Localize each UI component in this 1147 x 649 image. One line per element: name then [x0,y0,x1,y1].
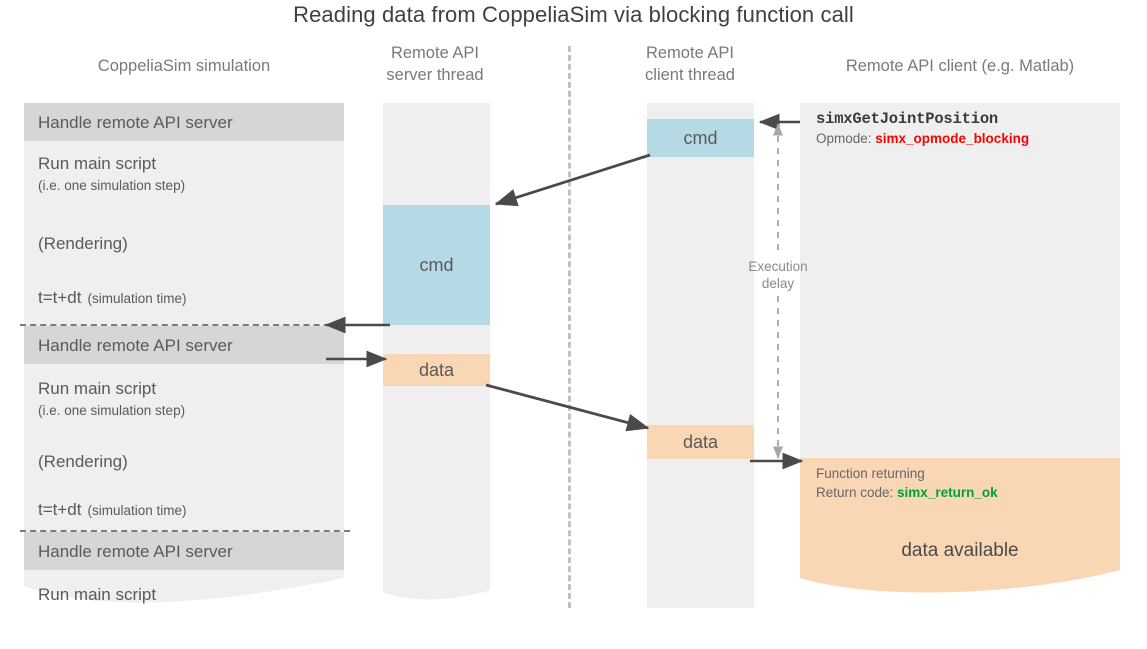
arrow-client-cmd-to-server-cmd [494,153,651,207]
network-divider [568,46,571,608]
server-thread-line1: Remote API [390,44,480,62]
server-cmd-block: cmd [383,205,490,325]
page-title: Reading data from CoppeliaSim via blocki… [293,2,854,27]
sim-step-7: t=t+dt (simulation time) [38,500,187,521]
client-cmd-label: cmd [683,127,718,148]
client-data-block: data [647,425,754,459]
client-call-function: simxGetJointPosition [816,110,999,128]
sim-step-divider-1 [20,324,350,326]
server-thread-line2: server thread [386,66,484,84]
client-thread-lane [647,103,754,608]
client-return-label: Return code: [816,485,898,500]
sim-step-3: t=t+dt (simulation time) [38,288,187,309]
client-call-opmode-label: Opmode: [816,131,876,146]
execution-delay-line2: delay [761,276,795,291]
sim-step-divider-2 [20,530,350,532]
sim-step-4: Handle remote API server [38,336,233,355]
client-return-block: Function returning Return code: simx_ret… [816,466,1116,500]
sim-step-7-sub: (simulation time) [87,503,187,518]
client-data-label: data [682,431,719,452]
client-call-opmode-value: simx_opmode_blocking [875,131,1030,146]
column-header-server-thread: Remote API server thread [360,42,510,86]
sim-band-handle-2 [24,326,344,364]
client-data-available-label: data available [901,540,1019,561]
client-call-block: simxGetJointPosition Opmode: simx_opmode… [816,110,1116,146]
sim-step-9: Run main script [38,585,157,604]
sim-step-3-sub: (simulation time) [87,291,187,306]
client-return-line1: Function returning [816,466,925,481]
client-lane [800,103,1120,458]
sim-step-7-label: t=t+dt [38,500,82,519]
execution-delay-line1: Execution [748,259,808,274]
client-return-value: simx_return_ok [897,485,998,500]
server-cmd-label: cmd [419,254,454,275]
sim-step-5: Run main script [38,379,157,398]
sim-step-6: (Rendering) [38,452,128,471]
client-thread-line2: client thread [645,66,735,84]
client-thread-line1: Remote API [645,44,735,62]
client-cmd-block: cmd [647,119,754,157]
sim-step-0: Handle remote API server [38,113,233,132]
sim-band-handle-3 [24,532,344,570]
server-data-label: data [418,359,455,380]
execution-delay-label: Execution delay [733,258,823,292]
column-header-client: Remote API client (e.g. Matlab) [845,57,1075,75]
client-call-opmode: Opmode: simx_opmode_blocking [816,131,1116,146]
sim-step-5-sub: (i.e. one simulation step) [38,403,186,418]
sim-band-handle-1 [24,103,344,141]
client-return-code: Return code: simx_return_ok [816,485,1116,500]
sim-step-1-sub: (i.e. one simulation step) [38,178,186,193]
sim-step-2: (Rendering) [38,234,128,253]
sim-step-8: Handle remote API server [38,542,233,561]
column-header-client-thread: Remote API client thread [615,42,765,86]
sim-step-3-label: t=t+dt [38,288,82,307]
arrow-server-data-to-client-data [485,383,650,432]
server-data-block: data [383,354,490,386]
column-header-simulation: CoppeliaSim simulation [97,57,271,75]
sim-step-1: Run main script [38,154,157,173]
